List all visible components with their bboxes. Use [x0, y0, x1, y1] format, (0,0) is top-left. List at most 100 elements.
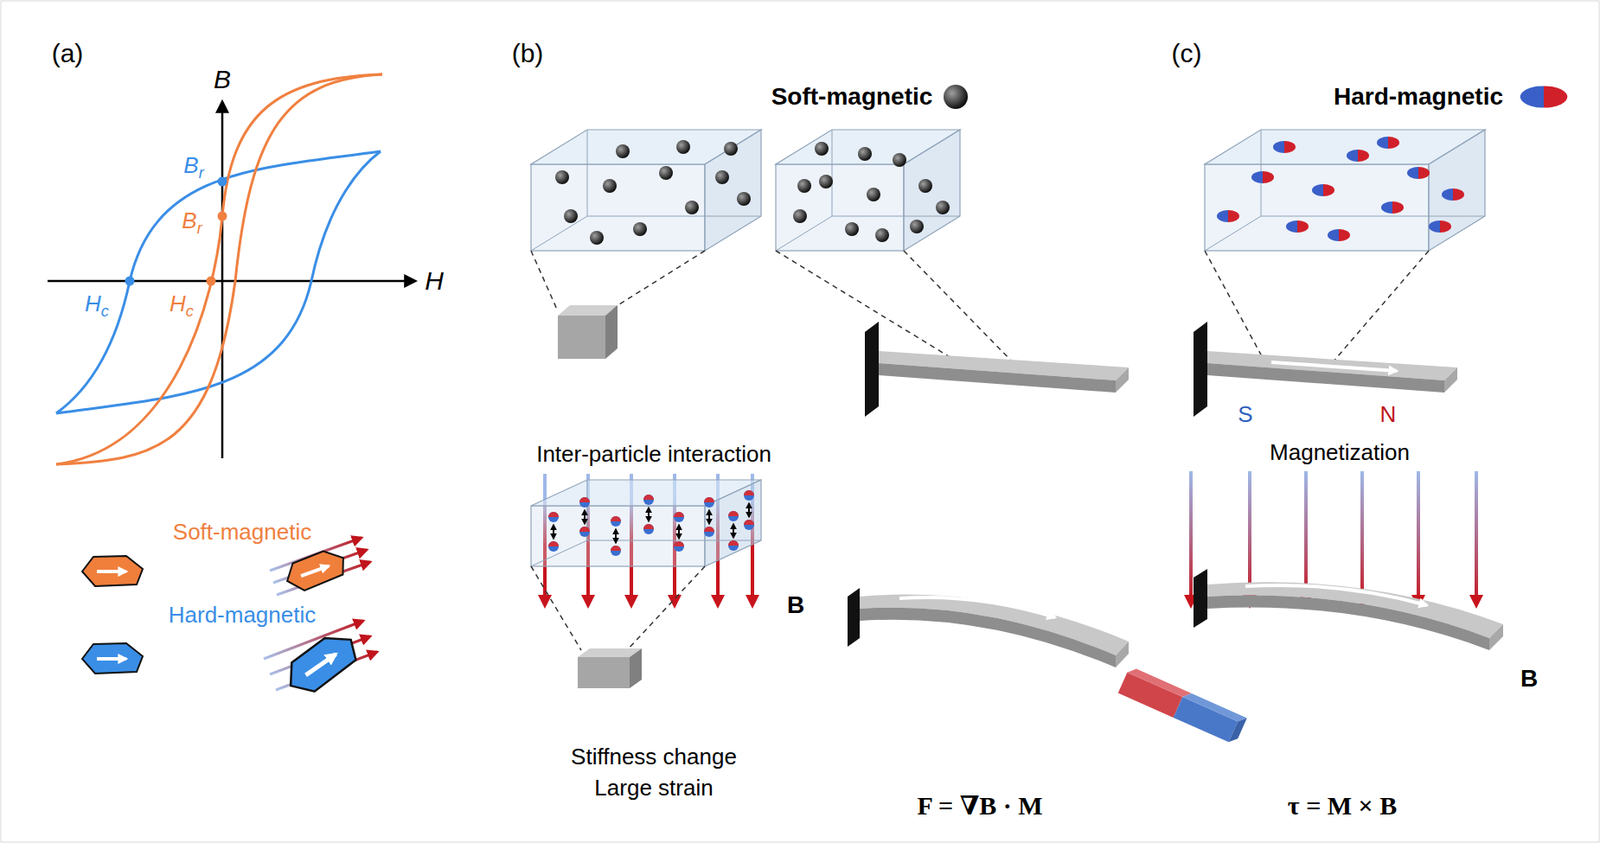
interaction-block-part: [548, 512, 559, 552]
soft-composite-block-part: [736, 192, 751, 206]
subscript: c: [101, 302, 109, 320]
field-lines-part: [1189, 471, 1193, 597]
hard-composite-block-part: [1376, 136, 1400, 149]
magnetized-beam-part: [1444, 367, 1458, 393]
hysteresis-plot-part: [56, 151, 381, 414]
interaction-block-part: [531, 505, 705, 567]
permanent-magnet-part: [1126, 665, 1192, 700]
hysteresis-plot-part: [217, 177, 228, 187]
soft-composite-block-part: [684, 200, 699, 215]
interaction-block-part: [743, 490, 755, 531]
panel-heading: Hard-magnetic: [1333, 83, 1504, 111]
soft-composite-block-part: [797, 179, 812, 193]
panel-letter: (a): [51, 38, 84, 70]
domain-sketch-part: [281, 545, 350, 596]
domain-sketch-part-part: [281, 545, 350, 596]
bent-beam: [847, 588, 1129, 668]
domain-sketch-part: [279, 626, 364, 701]
interaction-block-part: [704, 497, 715, 538]
subscript: r: [198, 164, 205, 182]
soft-composite-block: [775, 129, 960, 251]
soft-composite-block-part: [819, 174, 833, 189]
deformed-cube-part: [577, 657, 630, 689]
hard-composite-block-part: [1204, 129, 1485, 251]
hard-composite-block-part: [1346, 149, 1370, 162]
field-lines-part: [1469, 595, 1484, 609]
soft-composite-block-part: [563, 209, 578, 224]
hard-composite-block-part: [1327, 229, 1351, 242]
magnetized-beam-part: [1271, 362, 1397, 372]
interaction-block-part: [531, 480, 762, 567]
interaction-block-part: [579, 497, 590, 538]
field-symbol: B: [787, 591, 805, 620]
deformed-cube: [577, 648, 642, 689]
gray-cube: [557, 305, 618, 359]
zoom-lines: [531, 250, 705, 314]
interaction-block-part: [673, 512, 685, 552]
soft-composite-block-part: [615, 144, 630, 159]
hard-composite-block-part: [1428, 129, 1485, 251]
hysteresis-plot-part: [206, 276, 217, 287]
subscript: c: [185, 302, 194, 320]
field-lines-part: [624, 595, 639, 609]
bent-beam-part: [859, 608, 1116, 668]
bent-beam-part: [1115, 641, 1129, 668]
hysteresis-plot-part: [56, 74, 383, 465]
permanent-magnet: [1118, 665, 1248, 745]
force-equation: F = ∇B · M: [916, 791, 1043, 822]
hysteresis-plot-part: [217, 211, 228, 222]
soft-composite-block-part: [659, 166, 673, 180]
hard-particle-icon: [1520, 85, 1568, 108]
remanence-label: Br: [181, 208, 202, 237]
soft-composite-block-part: [875, 228, 890, 243]
bent-beam-part: [899, 597, 1056, 618]
interaction-block-part: [728, 511, 739, 551]
soft-composite-block-part: [531, 129, 762, 251]
field-lines-part: [1360, 471, 1364, 597]
remanence-label: Br: [183, 153, 204, 182]
soft-composite-block-part: [918, 179, 933, 193]
soft-composite-block-part: [715, 170, 730, 185]
soft-particle-icon: [943, 84, 968, 109]
domain-sketch-part: [82, 556, 143, 587]
soft-composite-block-part: [844, 222, 859, 237]
hard-composite-block-part: [1407, 166, 1430, 180]
field-lines-part: [581, 595, 596, 609]
hard-composite-block-part: [1204, 164, 1429, 251]
hard-composite-block-part: [1216, 210, 1240, 223]
soft-composite-block-part: [531, 164, 705, 251]
pole-label: S: [1237, 402, 1253, 429]
field-symbol: B: [1520, 665, 1538, 693]
hard-composite-block-part: [1286, 220, 1309, 233]
soft-composite-block-part: [775, 129, 960, 251]
gray-cube-part: [557, 315, 606, 359]
soft-composite-block-part: [775, 164, 904, 251]
field-lines-part: [537, 595, 552, 609]
magnetized-beam-part: [1207, 363, 1445, 393]
field-lines-part: [1416, 471, 1421, 597]
pole-label: N: [1380, 402, 1397, 429]
soft-composite-block-part: [909, 219, 924, 234]
permanent-magnet-part: [1182, 691, 1248, 725]
panel-letter: (b): [512, 38, 544, 70]
bent-magnetized-beam-part: [1489, 624, 1504, 651]
domain-sketch-part-part: [279, 626, 364, 701]
coercivity-label: Hc: [84, 291, 109, 320]
field-lines-part: [745, 595, 760, 609]
panel-letter: (c): [1171, 38, 1203, 70]
hard-composite-block-part: [1441, 188, 1465, 201]
hysteresis-plot-part: [56, 74, 383, 465]
deformed-cube-part: [629, 648, 642, 689]
mechanism-label: Inter-particle interaction: [536, 441, 772, 468]
hard-composite-block-part: [1428, 220, 1452, 233]
torque-equation: τ = M × B: [1287, 791, 1397, 822]
cantilever-beam-part: [1115, 367, 1129, 393]
gray-cube-part: [605, 305, 618, 359]
soft-composite-block-part: [555, 170, 570, 185]
cantilever-beam-part: [864, 321, 879, 417]
soft-composite-block-part: [723, 141, 738, 156]
field-lines-part: [1248, 471, 1252, 597]
